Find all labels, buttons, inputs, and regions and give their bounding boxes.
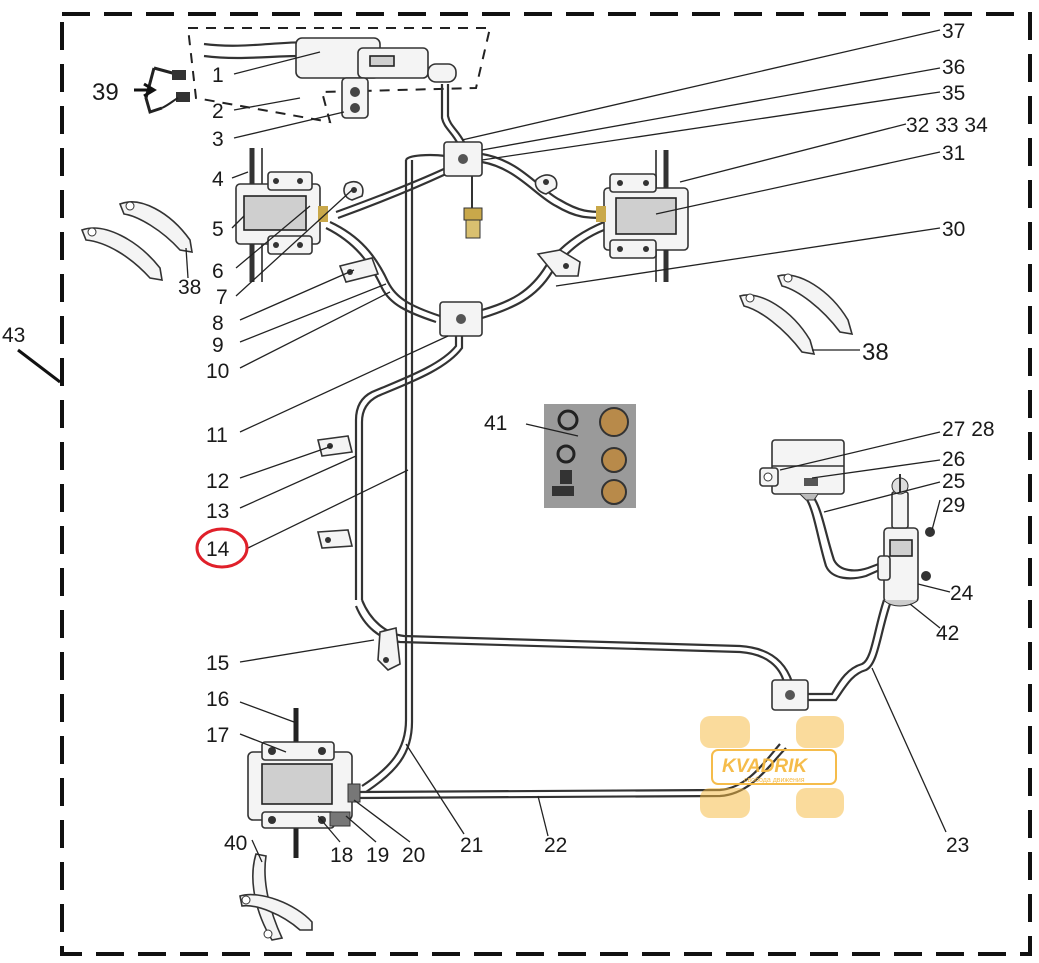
callout-6: 6 [212, 260, 224, 283]
kvadrik-watermark-logo: KVADRIK свобода движения [700, 716, 844, 818]
callout-8: 8 [212, 312, 224, 335]
callout-11: 11 [206, 424, 228, 447]
callout-19: 19 [366, 844, 389, 867]
callout-2: 2 [212, 100, 224, 123]
callout-21: 21 [460, 834, 483, 857]
seal-kit-photo [544, 404, 636, 508]
watermark-title: KVADRIK [722, 756, 808, 777]
callout-16: 16 [206, 688, 229, 711]
callout-9: 9 [212, 334, 224, 357]
callout-18: 18 [330, 844, 353, 867]
callout-30: 30 [942, 218, 965, 241]
brake-pads-right [738, 273, 854, 355]
callout-40: 40 [224, 832, 247, 855]
callout-29: 29 [942, 494, 965, 517]
pressure-switch [463, 176, 483, 239]
callout-43: 43 [2, 324, 25, 347]
pipe-clips [316, 174, 581, 671]
front-right-caliper [596, 150, 689, 282]
assembly-frame [60, 12, 1032, 956]
callout-3: 3 [212, 128, 224, 151]
callout-13: 13 [206, 500, 229, 523]
callout-31: 31 [942, 142, 965, 165]
callout-36: 36 [942, 56, 965, 79]
watermark-subtitle: свобода движения [744, 776, 805, 784]
callout-1: 1 [212, 64, 224, 87]
callout-20: 20 [402, 844, 425, 867]
callout-27-28: 27 28 [942, 418, 995, 441]
callout-26: 26 [942, 448, 965, 471]
brake-pads-rear [239, 853, 313, 941]
callout-10: 10 [206, 360, 229, 383]
brake-pads-left [80, 201, 193, 281]
callout-32-33-34: 32 33 34 [906, 114, 988, 137]
callout-7: 7 [216, 286, 228, 309]
callout-5: 5 [212, 218, 224, 241]
rear-reservoir [759, 439, 845, 501]
callout-22: 22 [544, 834, 567, 857]
callout-25: 25 [942, 470, 965, 493]
callout-41: 41 [484, 412, 507, 435]
callout-24: 24 [950, 582, 974, 605]
lever-group-frame [186, 27, 492, 124]
callout-37: 37 [942, 20, 965, 43]
callout-14: 14 [206, 538, 230, 561]
callout-12: 12 [206, 470, 229, 493]
leader-lines [17, 29, 951, 863]
callout-35: 35 [942, 82, 965, 105]
callout-38-left: 38 [178, 276, 201, 299]
brake-light-switch [144, 66, 190, 114]
front-left-caliper [235, 148, 328, 282]
callout-labels: 1 2 3 4 5 6 7 8 9 10 11 12 13 14 15 16 1… [2, 20, 995, 867]
callout-23: 23 [946, 834, 969, 857]
callout-15: 15 [206, 652, 229, 675]
callout-38-right: 38 [862, 339, 889, 366]
rear-caliper [247, 708, 361, 858]
callout-4: 4 [212, 168, 224, 191]
callout-42: 42 [936, 622, 959, 645]
callout-17: 17 [206, 724, 229, 747]
callout-39: 39 [92, 79, 119, 106]
highlight-ring [195, 527, 249, 569]
